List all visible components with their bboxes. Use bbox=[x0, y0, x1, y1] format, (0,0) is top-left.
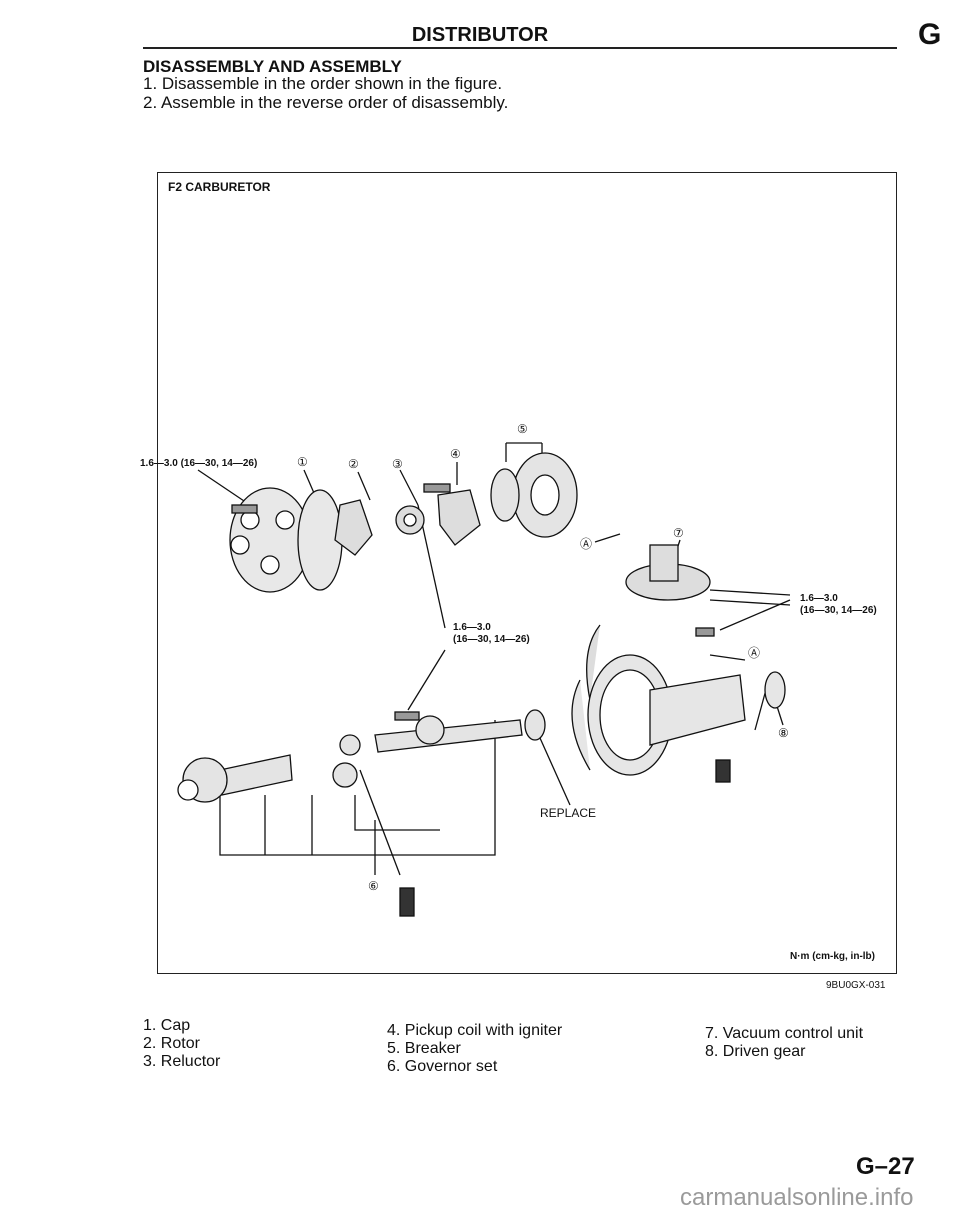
callout-6: ⑥ bbox=[368, 879, 379, 893]
callout-numbers: ① ② ③ ④ ⑤ ⑥ ⑦ ⑧ Ⓐ Ⓐ bbox=[297, 422, 789, 893]
section-letter: G bbox=[918, 18, 942, 51]
housing-part bbox=[571, 654, 786, 776]
callout-7: ⑦ bbox=[673, 526, 684, 540]
figure-code: 9BU0GX-031 bbox=[826, 980, 886, 991]
callout-a-1: Ⓐ bbox=[580, 537, 592, 551]
callout-1: ① bbox=[297, 455, 308, 469]
callout-4: ④ bbox=[450, 447, 461, 461]
watermark: carmanualsonline.info bbox=[680, 1184, 914, 1211]
header-rule bbox=[143, 47, 897, 49]
legend-item: 6. Governor set bbox=[387, 1058, 498, 1075]
step-1: 1. Disassemble in the order shown in the… bbox=[143, 74, 503, 93]
replace-label: REPLACE bbox=[540, 806, 597, 820]
pickup-coil-part bbox=[423, 483, 481, 546]
legend-column-2: 4. Pickup coil with igniter 5. Breaker 6… bbox=[387, 1022, 562, 1076]
legend-column-1: 1. Cap 2. Rotor 3. Reluctor bbox=[143, 1017, 220, 1071]
torque-label-vacuum-1: 1.6—3.0 bbox=[800, 593, 838, 604]
vacuum-control-part bbox=[586, 544, 791, 701]
torque-label-cap: 1.6—3.0 (16—30, 14—26) bbox=[140, 458, 258, 469]
rotor-part bbox=[334, 499, 373, 556]
legend-item: 3. Reluctor bbox=[143, 1053, 221, 1070]
page-header-title: DISTRIBUTOR bbox=[411, 24, 549, 46]
callout-2: ② bbox=[348, 457, 359, 471]
breaker-part bbox=[490, 452, 578, 538]
legend-column-3: 7. Vacuum control unit 8. Driven gear bbox=[705, 1025, 863, 1061]
callout-a-2: Ⓐ bbox=[748, 646, 760, 660]
legend-item: 8. Driven gear bbox=[705, 1043, 806, 1060]
callout-5: ⑤ bbox=[517, 422, 528, 436]
figure-title: F2 CARBURETOR bbox=[168, 180, 271, 194]
figure-frame bbox=[157, 172, 897, 974]
page-number: G–27 bbox=[856, 1153, 915, 1180]
callout-3: ③ bbox=[392, 457, 403, 471]
section-title: DISASSEMBLY AND ASSEMBLY bbox=[143, 57, 402, 76]
legend-item: 4. Pickup coil with igniter bbox=[387, 1022, 563, 1039]
callout-8: ⑧ bbox=[778, 726, 789, 740]
cap-part bbox=[229, 487, 343, 593]
torque-label-pickup-2: (16—30, 14—26) bbox=[453, 634, 530, 645]
units-label: N·m (cm-kg, in-lb) bbox=[790, 951, 875, 962]
legend-item: 2. Rotor bbox=[143, 1035, 200, 1052]
oil-tube-icon bbox=[399, 759, 731, 917]
legend-item: 5. Breaker bbox=[387, 1040, 461, 1057]
reluctor-part bbox=[395, 505, 425, 535]
torque-label-vacuum-2: (16—30, 14—26) bbox=[800, 605, 877, 616]
legend-item: 7. Vacuum control unit bbox=[705, 1025, 864, 1042]
step-2: 2. Assemble in the reverse order of disa… bbox=[143, 93, 509, 112]
legend-item: 1. Cap bbox=[143, 1017, 191, 1034]
torque-label-pickup-1: 1.6—3.0 bbox=[453, 622, 491, 633]
shaft-governor-part bbox=[177, 709, 546, 803]
